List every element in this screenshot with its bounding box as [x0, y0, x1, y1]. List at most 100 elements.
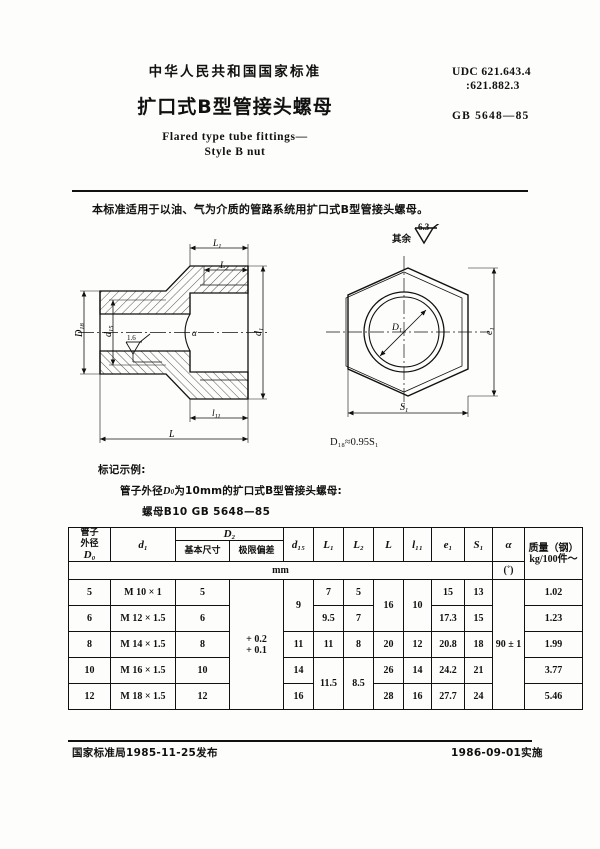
- cell-L1: 11.5: [313, 657, 344, 710]
- cell-D0: 8: [68, 631, 111, 658]
- cell-e1: 27.7: [431, 683, 465, 710]
- label-d1: d1: [253, 328, 265, 336]
- th-D2-basic: 基本尺寸: [175, 540, 230, 562]
- cell-d15: 11: [283, 631, 314, 658]
- label-D1: D1: [391, 323, 402, 334]
- label-d15: d15: [103, 325, 115, 337]
- cell-d1: M 16 × 1.5: [110, 657, 176, 684]
- th-L2: L₂: [343, 527, 374, 562]
- marking-line1-pre: 管子外径: [120, 485, 163, 497]
- cell-e1: 15: [431, 579, 465, 606]
- cell-mass: 3.77: [524, 657, 583, 684]
- cell-L2: 7: [343, 605, 374, 632]
- cell-D0: 12: [68, 683, 111, 710]
- udc-code: UDC 621.643.4 :621.882.3: [452, 66, 531, 93]
- cell-L2: 8.5: [343, 657, 374, 710]
- label-l11: l11: [212, 409, 221, 420]
- cell-mass: 1.23: [524, 605, 583, 632]
- tol-line1: + 0.2: [246, 633, 267, 645]
- th-pipe-od-l2: 外径: [80, 539, 99, 549]
- cell-mass: 5.46: [524, 683, 583, 710]
- th-pipe-od-sym: D₀: [83, 549, 96, 561]
- th-D2: D₂: [175, 527, 284, 541]
- table-row: 6 M 12 × 1.5 6 9.5 7 17.3 15 1.23: [68, 605, 583, 632]
- udc-line1: UDC 621.643.4: [452, 66, 531, 78]
- cell-D0: 10: [68, 657, 111, 684]
- th-mass: 质量（钢） kg/100件～: [524, 527, 583, 580]
- cell-l11: 16: [403, 683, 432, 710]
- table-header-row-1: 管子 外径 D₀ d₁ D₂ d₁₅ L₁ L₂ L l₁₁ e₁ S₁ α 质…: [68, 527, 583, 580]
- marking-heading: 标记示例:: [98, 464, 146, 476]
- th-D2-tol: 极限偏差: [229, 540, 284, 562]
- cell-L2: 8: [343, 631, 374, 658]
- cell-D2: 10: [175, 657, 230, 684]
- cell-D2: 6: [175, 605, 230, 632]
- cell-L1: 11: [313, 631, 344, 658]
- cell-D0: 5: [68, 579, 111, 606]
- marking-line1-post: 为10mm的扩口式B型管接头螺母:: [174, 485, 342, 497]
- th-alpha: α: [492, 527, 525, 562]
- marking-example: 标记示例: 管子外径D0为10mm的扩口式B型管接头螺母: 螺母B10 GB 5…: [98, 462, 342, 519]
- cell-L: 26: [373, 657, 404, 684]
- marking-subscript: 0: [170, 488, 175, 496]
- cell-D2-tolerance: + 0.2 + 0.1: [229, 579, 284, 710]
- marking-symbol: D: [162, 486, 171, 497]
- cell-D2: 12: [175, 683, 230, 710]
- table-row: 5 M 10 × 1 5 + 0.2 + 0.1 9 7 5 16 10 15 …: [68, 579, 583, 710]
- cell-l11: 12: [403, 631, 432, 658]
- footer-effective: 1986-09-01实施: [451, 747, 543, 759]
- cell-e1: 24.2: [431, 657, 465, 684]
- label-S1: S1: [400, 402, 408, 414]
- th-L1: L₁: [313, 527, 344, 562]
- th-pipe-od: 管子 外径 D₀: [68, 527, 111, 562]
- cell-S1: 24: [464, 683, 493, 710]
- cell-D0: 6: [68, 605, 111, 632]
- th-pipe-od-l1: 管子: [80, 528, 99, 538]
- scope-paragraph: 本标准适用于以油、气为介质的管路系统用扩口式B型管接头螺母。: [92, 203, 429, 216]
- cell-d1: M 12 × 1.5: [110, 605, 176, 632]
- marking-line2: 螺母B10 GB 5648—85: [142, 506, 271, 518]
- label-L2: L2: [219, 261, 229, 272]
- tol-line2: + 0.1: [246, 644, 267, 656]
- th-e1: e₁: [431, 527, 465, 562]
- roughness-label: 其余: [392, 234, 412, 245]
- cell-L: 16: [373, 579, 404, 632]
- cell-e1: 17.3: [431, 605, 465, 632]
- cell-D2: 5: [175, 579, 230, 606]
- th-S1: S₁: [464, 527, 493, 562]
- national-standard-title: 中华人民共和国国家标准: [148, 64, 322, 80]
- table-units-row: mm (˚): [68, 561, 583, 580]
- marking-line1: 管子外径D0为10mm的扩口式B型管接头螺母:: [120, 483, 342, 498]
- udc-line2: :621.882.3: [466, 79, 520, 92]
- th-L: L: [373, 527, 404, 562]
- unit-degree: (˚): [492, 561, 525, 580]
- nut-drawing-svg: 1.6 α L1 L2 D18 d15: [74, 239, 498, 443]
- roughness-value: 6.3: [418, 222, 430, 232]
- table-row: 8 M 14 × 1.5 8 11 11 8 20 12 20.8 18 1.9…: [68, 631, 583, 658]
- unit-mm: mm: [68, 561, 493, 580]
- cell-S1: 21: [464, 657, 493, 684]
- dimensions-table: 管子 外径 D₀ d₁ D₂ d₁₅ L₁ L₂ L l₁₁ e₁ S₁ α 质…: [68, 527, 583, 710]
- technical-drawing: 1.6 α L1 L2 D18 d15: [70, 238, 540, 468]
- th-d15: d₁₅: [283, 527, 314, 562]
- d18-formula-note: D₁₈≈0.95S₁: [330, 437, 379, 448]
- header-divider: [72, 190, 528, 192]
- cell-d1: M 10 × 1: [110, 579, 176, 606]
- cell-D2: 8: [175, 631, 230, 658]
- cell-L1: 9.5: [313, 605, 344, 632]
- roughness-symbol-icon: [414, 224, 440, 245]
- cell-d1: M 14 × 1.5: [110, 631, 176, 658]
- cell-S1: 13: [464, 579, 493, 606]
- th-d1: d₁: [110, 527, 176, 562]
- cell-d15: 14: [283, 657, 314, 684]
- cell-mass: 1.02: [524, 579, 583, 606]
- th-l11: l₁₁: [403, 527, 432, 562]
- cell-d1: M 18 × 1.5: [110, 683, 176, 710]
- cell-mass: 1.99: [524, 631, 583, 658]
- cell-l11: 14: [403, 657, 432, 684]
- cell-S1: 18: [464, 631, 493, 658]
- th-mass-l2: kg/100件～: [529, 553, 578, 565]
- label-e1: e1: [484, 327, 496, 335]
- standard-title-en: Flared type tube fittings— Style B nut: [0, 130, 470, 160]
